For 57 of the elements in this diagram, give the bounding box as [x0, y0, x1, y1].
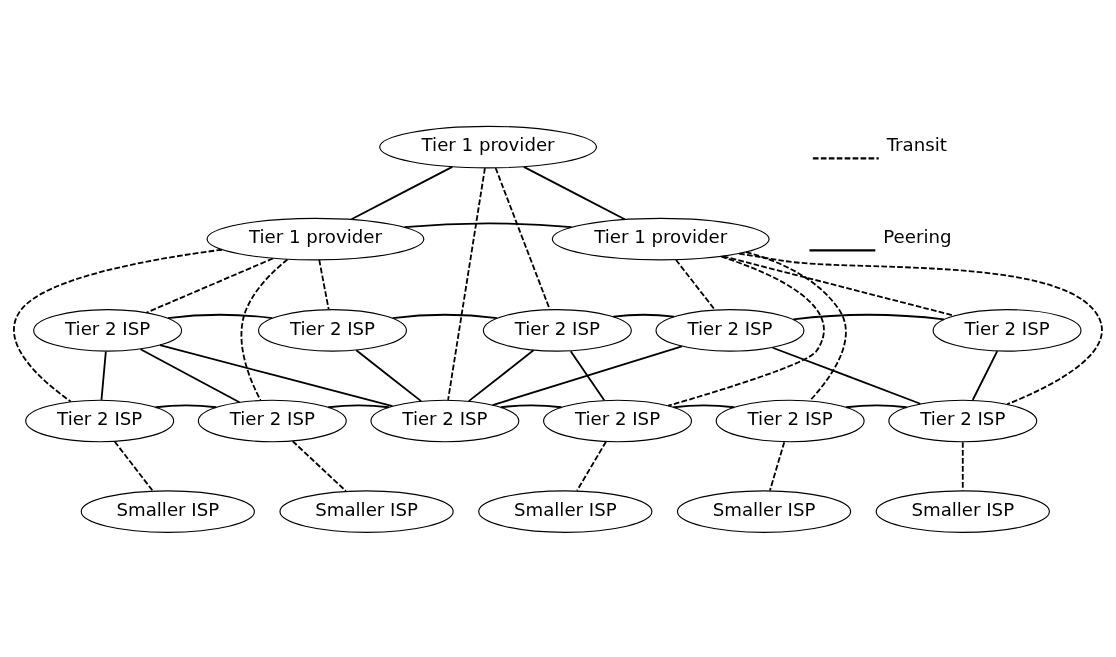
connector: [971, 349, 999, 401]
connector: [145, 257, 274, 313]
connector: [845, 403, 908, 408]
connector: [675, 258, 716, 311]
node-ellipse: Tier 2 ISP: [888, 399, 1038, 442]
connector: [769, 440, 786, 491]
connector: [771, 346, 922, 405]
connector: [391, 313, 499, 319]
node-ellipse: Tier 2 ISP: [543, 399, 693, 442]
node-ellipse: Tier 2 ISP: [33, 308, 183, 352]
connector: [355, 348, 423, 402]
legend-label: Peering: [883, 225, 952, 247]
connector: [139, 347, 241, 403]
connector: [494, 166, 551, 310]
connector: [13, 248, 223, 402]
connector: [327, 403, 390, 408]
connector: [113, 440, 154, 492]
node-ellipse: Smaller ISP: [676, 489, 852, 533]
node-ellipse: Smaller ISP: [875, 489, 1050, 533]
node-ellipse: Smaller ISP: [478, 489, 653, 533]
connector: [154, 403, 218, 408]
connector: [961, 440, 964, 491]
connector: [350, 165, 454, 220]
node-ellipse: Smaller ISP: [80, 489, 255, 533]
node-ellipse: Tier 1 provider: [379, 125, 597, 168]
connector: [667, 255, 825, 407]
connector: [100, 350, 107, 401]
connector: [672, 403, 736, 408]
node-ellipse: Tier 2 ISP: [655, 308, 805, 352]
node-ellipse: Smaller ISP: [279, 489, 454, 533]
connector: [291, 439, 347, 492]
connector: [522, 165, 626, 220]
node-ellipse: Tier 2 ISP: [25, 399, 175, 442]
connector: [159, 343, 394, 407]
node-ellipse: Tier 2 ISP: [258, 308, 407, 352]
node-ellipse: Tier 1 provider: [206, 217, 425, 260]
connector: [499, 403, 563, 408]
node-ellipse: Tier 2 ISP: [715, 399, 865, 442]
connector: [240, 258, 289, 401]
connector: [467, 348, 535, 402]
connector: [738, 252, 1103, 405]
node-ellipse: Tier 1 provider: [551, 217, 770, 260]
connector: [576, 440, 607, 491]
connector: [447, 166, 486, 401]
connector: [569, 349, 606, 401]
node-ellipse: Tier 2 ISP: [370, 399, 520, 442]
node-ellipse: Tier 2 ISP: [932, 308, 1082, 352]
connector: [318, 258, 330, 310]
connector: [491, 345, 683, 406]
connector: [792, 313, 945, 320]
connector: [166, 313, 274, 319]
legend-label: Transit: [886, 133, 947, 155]
connector: [403, 222, 573, 228]
connector: [745, 250, 847, 402]
node-ellipse: Tier 2 ISP: [482, 308, 632, 352]
connector: [612, 313, 675, 318]
node-ellipse: Tier 2 ISP: [197, 399, 347, 442]
